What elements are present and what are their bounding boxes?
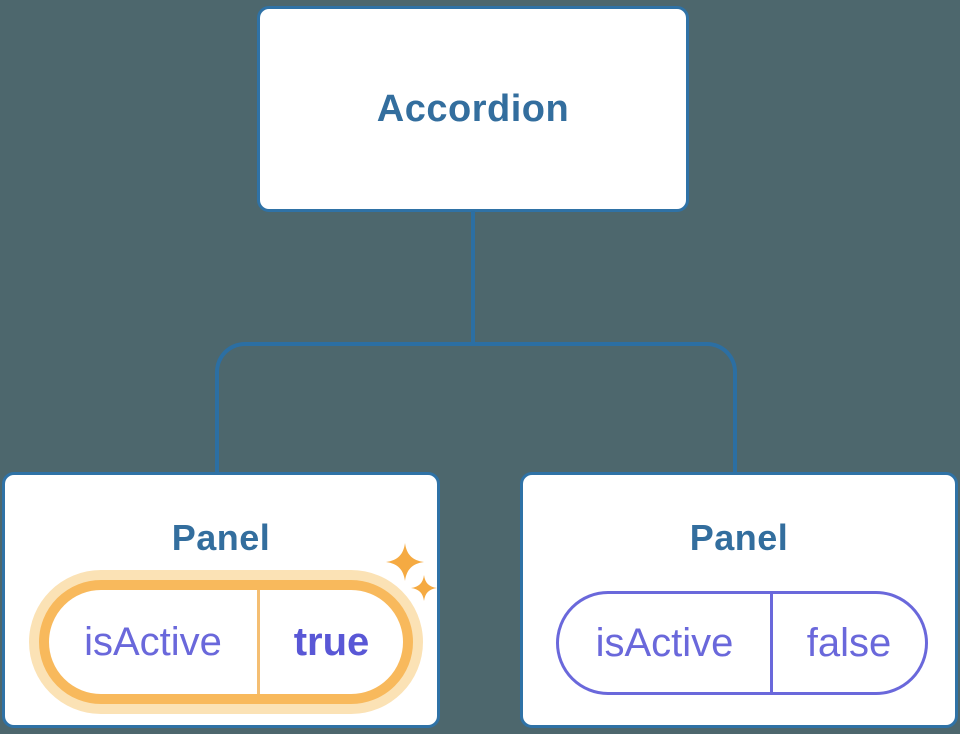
state-value: true — [293, 619, 370, 664]
sparkle-icon-small — [411, 575, 437, 601]
panel-title: Panel — [689, 517, 789, 558]
state-name: isActive — [49, 590, 260, 694]
sparkle-icon-large — [386, 543, 424, 581]
connector-branch — [215, 342, 737, 472]
connector-stem — [471, 211, 475, 344]
accordion-node: Accordion — [257, 6, 689, 212]
panel-title: Panel — [171, 517, 271, 558]
panel-node-active: Panel isActive true — [2, 472, 440, 728]
accordion-label: Accordion — [376, 87, 570, 130]
state-pill-active: isActive true — [39, 580, 413, 704]
state-name: isActive — [559, 594, 773, 692]
state-value: false — [806, 620, 892, 665]
state-pill-inactive: isActive false — [556, 591, 928, 695]
panel-node-inactive: Panel isActive false — [520, 472, 958, 728]
